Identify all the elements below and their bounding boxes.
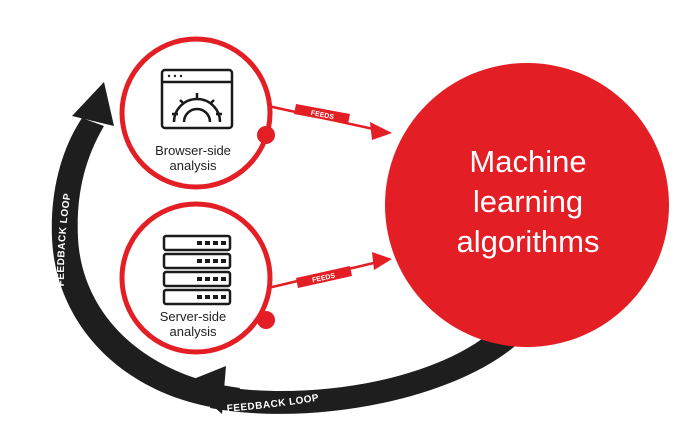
- server-rack-icon: [162, 234, 232, 306]
- feeds-badge-bottom: [296, 266, 352, 288]
- ml-algorithms-node: Machine learning algorithms: [385, 63, 669, 347]
- server-node-label-line1: Server-side: [160, 309, 226, 324]
- feeds-arrow-bottom: FEEDS: [267, 252, 392, 290]
- feeds-arrow-top: FEEDS: [267, 104, 392, 140]
- server-node-ring: [119, 201, 273, 355]
- browser-gear-icon: [160, 68, 234, 130]
- ml-label-line3: algorithms: [457, 224, 600, 259]
- ml-label-line1: Machine: [469, 144, 586, 179]
- feeds-label-bottom: FEEDS: [312, 273, 337, 285]
- browser-side-node: Browser-side analysis: [119, 36, 275, 190]
- browser-node-label-line2: analysis: [170, 158, 217, 173]
- feedback-loop-arrow: [51, 82, 528, 414]
- server-node-label-line2: analysis: [170, 324, 217, 339]
- browser-node-connector-dot: [257, 126, 275, 144]
- ml-label-line2: learning: [473, 184, 583, 219]
- feeds-badge-top: [294, 104, 350, 124]
- server-side-node: Server-side analysis: [119, 201, 275, 355]
- ml-circle: [385, 63, 669, 347]
- browser-node-label-line1: Browser-side: [155, 143, 231, 158]
- server-node-connector-dot: [257, 311, 275, 329]
- feeds-label-top: FEEDS: [310, 110, 335, 121]
